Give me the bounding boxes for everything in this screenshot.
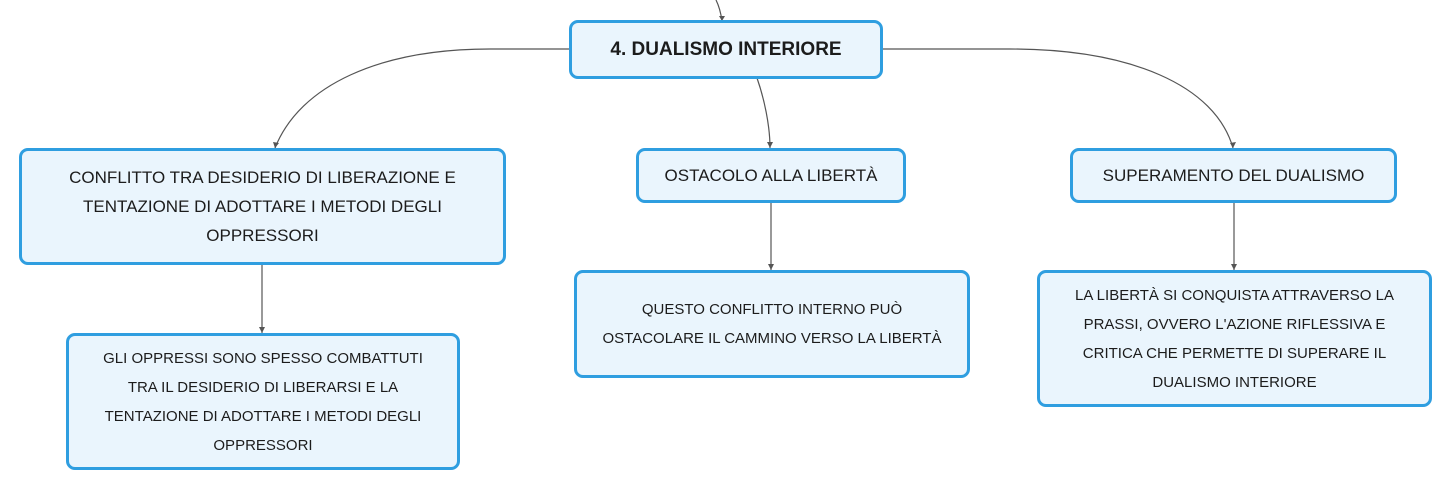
branch-node-conflitto[interactable]: CONFLITTO TRA DESIDERIO DI LIBERAZIONE E… [19, 148, 506, 265]
child-node-text: QUESTO CONFLITTO INTERNO PUÒ OSTACOLARE … [602, 301, 942, 347]
child-node-conflitto-interno[interactable]: QUESTO CONFLITTO INTERNO PUÒ OSTACOLARE … [574, 270, 970, 378]
child-node-oppressi[interactable]: GLI OPPRESSI SONO SPESSO COMBATTUTI TRA … [66, 333, 460, 470]
root-node-label: 4. DUALISMO INTERIORE [610, 39, 842, 60]
root-node[interactable]: 4. DUALISMO INTERIORE [569, 20, 883, 79]
branch-node-label: CONFLITTO TRA DESIDERIO DI LIBERAZIONE E… [69, 168, 456, 245]
child-node-text: LA LIBERTÀ SI CONQUISTA ATTRAVERSO LA PR… [1075, 286, 1394, 391]
connector-root-to-branch-3 [882, 48, 1234, 149]
branch-node-ostacolo[interactable]: OSTACOLO ALLA LIBERTÀ [636, 148, 906, 203]
child-node-prassi[interactable]: LA LIBERTÀ SI CONQUISTA ATTRAVERSO LA PR… [1037, 270, 1432, 407]
branch-node-superamento[interactable]: SUPERAMENTO DEL DUALISMO [1070, 148, 1397, 203]
child-node-text: GLI OPPRESSI SONO SPESSO COMBATTUTI TRA … [103, 349, 423, 454]
connector-root-to-branch-2 [756, 77, 771, 149]
connector-root-to-branch-1 [274, 48, 571, 149]
branch-node-label: SUPERAMENTO DEL DUALISMO [1102, 166, 1365, 185]
branch-node-label: OSTACOLO ALLA LIBERTÀ [664, 166, 878, 185]
